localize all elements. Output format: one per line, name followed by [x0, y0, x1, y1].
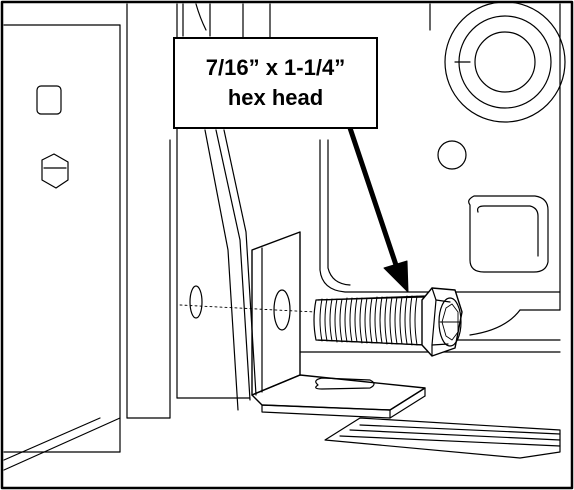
slot-cutout — [468, 195, 549, 273]
hex-bolt-icon — [313, 287, 463, 357]
l-bracket — [251, 231, 426, 419]
floor-line — [3, 417, 121, 471]
bottom-rail — [324, 417, 561, 459]
round-boss-inner — [458, 15, 552, 109]
angled-channel — [204, 129, 257, 411]
vertical-frame — [126, 3, 251, 419]
round-boss-outer — [444, 1, 566, 123]
callout-size-text: 7/16” x 1-1/4” — [205, 55, 346, 80]
size-callout: 7/16” x 1-1/4” hex head — [173, 37, 378, 129]
bracket-slot — [315, 377, 375, 390]
hex-hole — [41, 153, 69, 189]
bracket-hole — [273, 289, 291, 331]
small-hole — [437, 140, 467, 170]
arrow-icon — [347, 125, 409, 293]
callout-type-text: hex head — [227, 85, 324, 110]
square-hole — [36, 85, 62, 115]
left-panel — [3, 24, 121, 453]
frame-hole — [189, 285, 203, 319]
